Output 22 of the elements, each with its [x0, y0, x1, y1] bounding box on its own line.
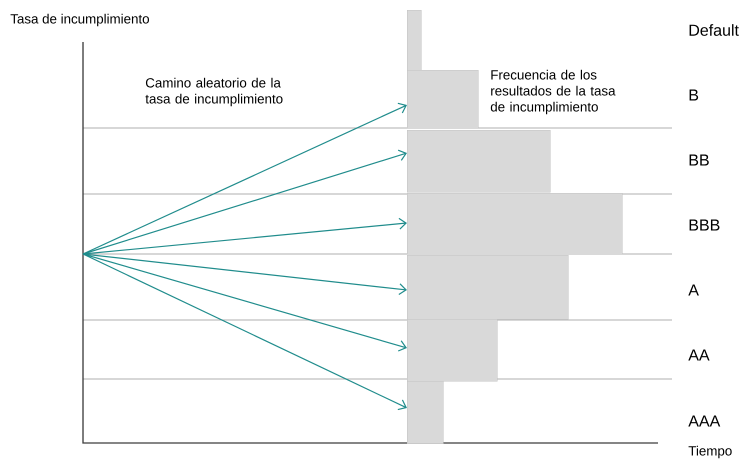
- annotation-text: Camino aleatorio de la tasa de incumplimiento: [145, 78, 283, 106]
- arrow: [82, 253, 407, 410]
- histogram-bar: [407, 381, 444, 444]
- arrow: [82, 150, 408, 255]
- rating-label: Default: [690, 24, 739, 36]
- rating-label: A: [688, 284, 699, 296]
- histogram-bar: [407, 193, 623, 255]
- rating-label: BBB: [690, 220, 720, 230]
- rating-label: B: [690, 90, 698, 100]
- histogram-bar: [407, 255, 569, 320]
- arrow: [82, 218, 407, 255]
- axis-label: Tasa de incumplimiento: [10, 14, 149, 26]
- rating-label: BB: [690, 154, 709, 166]
- arrow: [82, 253, 407, 295]
- histogram-bar: [407, 10, 422, 71]
- rating-label: AA: [688, 350, 710, 360]
- annotation-text: Frecuencia de los resultados de la tasa de incumplimiento: [490, 70, 616, 114]
- axis-label: Tiempo: [688, 446, 732, 458]
- rating-label: AAA: [688, 416, 720, 426]
- histogram-bar: [407, 70, 479, 129]
- arrow: [82, 102, 407, 255]
- arrow: [82, 253, 408, 352]
